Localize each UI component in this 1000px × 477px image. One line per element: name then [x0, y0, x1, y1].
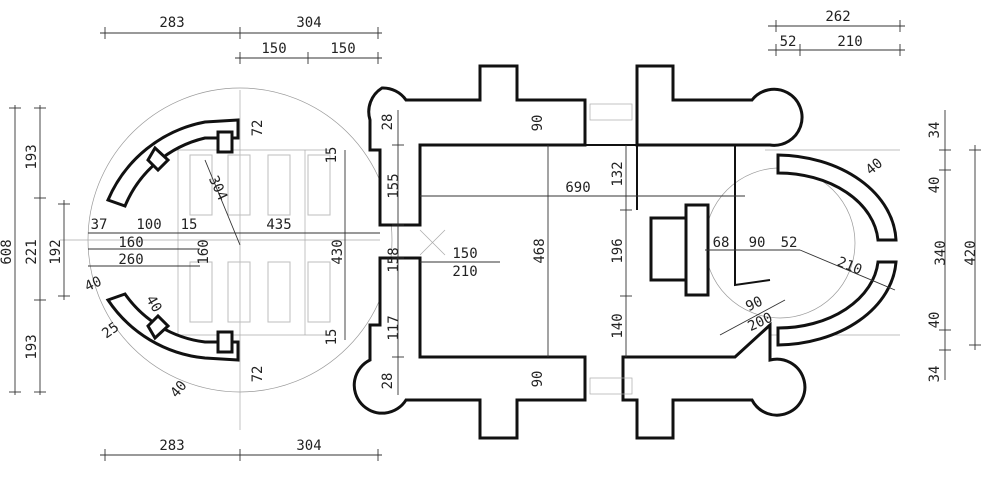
dim-east-68: 68: [713, 235, 730, 251]
dim-left-221: 221: [24, 239, 40, 264]
dim-apse-15: 15: [181, 217, 198, 233]
pew: [267, 261, 291, 323]
dim-apse-40-c: 40: [167, 378, 190, 401]
dim-apse-100: 100: [136, 217, 161, 233]
dim-nave-435: 435: [266, 217, 291, 233]
dim-wall-155: 155: [386, 173, 402, 198]
dim-left-608: 608: [0, 239, 15, 264]
window: [589, 377, 633, 395]
dim-apse-40-b: 40: [142, 293, 164, 316]
seating-pews: [189, 154, 331, 323]
dim-bottom-left-304: 304: [296, 438, 321, 454]
dim-top-right-52: 52: [780, 34, 797, 50]
dim-right-340: 340: [933, 240, 949, 265]
dim-top-right-210: 210: [837, 34, 862, 50]
door-openings: [419, 103, 633, 395]
main-hall-walls-bottom-left: [352, 256, 587, 440]
window: [589, 103, 633, 121]
dim-arm-90-top: 90: [530, 115, 546, 132]
dim-apse-260: 260: [118, 252, 143, 268]
dim-apse-304: 304: [205, 173, 230, 203]
dim-hall-690: 690: [565, 180, 590, 196]
dim-arm-90-bottom: 90: [530, 371, 546, 388]
dim-east-90: 90: [749, 235, 766, 251]
dim-door-150: 150: [452, 246, 477, 262]
dim-right-420: 420: [963, 240, 979, 265]
dim-hall-468: 468: [532, 238, 548, 263]
east-apse: [776, 153, 898, 242]
dim-right-34-top: 34: [927, 122, 943, 139]
main-hall-walls-bottom-right: [621, 321, 807, 440]
dim-door-210: 210: [452, 264, 477, 280]
dimension-lines: [9, 20, 981, 461]
dim-hall-196: 196: [610, 238, 626, 263]
dim-bottom-left-283: 283: [159, 438, 184, 454]
dim-left-193-bottom: 193: [24, 334, 40, 359]
pew: [227, 154, 251, 216]
dim-top-150-b: 150: [330, 41, 355, 57]
dim-apse-160-a: 160: [118, 235, 143, 251]
dim-left-192: 192: [48, 239, 64, 264]
pew: [307, 261, 331, 323]
dimension-labels: 283 304 150 150 262 52 210 283 304 193 2…: [0, 9, 979, 454]
pew: [189, 154, 213, 216]
dim-nave-15-top: 15: [324, 147, 340, 164]
dim-nave-430: 430: [330, 239, 346, 264]
dim-top-left-283: 283: [159, 15, 184, 31]
pew: [227, 261, 251, 323]
dim-top-right-262: 262: [825, 9, 850, 25]
dim-wall-158: 158: [386, 247, 402, 272]
dim-top-150-a: 150: [261, 41, 286, 57]
dim-right-40-top: 40: [927, 177, 943, 194]
west-apse: [105, 118, 240, 208]
dim-hall-132: 132: [610, 161, 626, 186]
west-apse-lower: [105, 292, 240, 362]
dim-nave-72-top: 72: [250, 120, 266, 137]
dim-east-diag-90: 90: [743, 294, 765, 316]
dim-east-52: 52: [781, 235, 798, 251]
dim-top-left-304: 304: [296, 15, 321, 31]
dim-apse-25: 25: [99, 319, 122, 342]
main-hall-walls-top-right: [635, 64, 804, 147]
altar-step: [684, 203, 710, 297]
hall-inner-outline: [420, 144, 771, 358]
dim-nave-72-bottom: 72: [250, 366, 266, 383]
dim-wall-28-bottom: 28: [380, 373, 396, 390]
dim-right-34-bottom: 34: [927, 366, 943, 383]
dim-apse-40-a: 40: [82, 274, 104, 296]
dim-hall-140: 140: [610, 313, 626, 338]
dim-left-193-top: 193: [24, 144, 40, 169]
west-apse-pier: [216, 130, 234, 354]
dim-wall-28-top: 28: [380, 114, 396, 131]
dim-east-40: 40: [863, 155, 886, 178]
dim-nave-15-bottom: 15: [324, 329, 340, 346]
dim-wall-117: 117: [386, 315, 402, 340]
pew: [307, 154, 331, 216]
dim-apse-160-b: 160: [196, 239, 212, 264]
west-apse-niche: [146, 145, 171, 341]
dim-right-40-bottom: 40: [927, 312, 943, 329]
pew: [189, 261, 213, 323]
dim-apse-37: 37: [91, 217, 108, 233]
east-apse-lower: [776, 260, 898, 347]
pew: [267, 154, 291, 216]
